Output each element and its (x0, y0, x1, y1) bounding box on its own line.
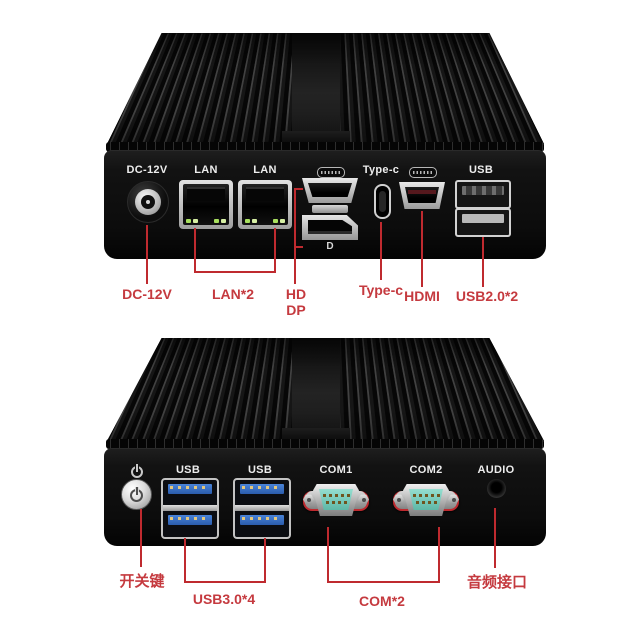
dc-power-jack (127, 181, 169, 223)
power-button (121, 479, 152, 510)
com1-pin-row-top (323, 494, 350, 497)
heatsink-channel-base (282, 131, 350, 144)
audio-callout-label: 音频接口 (466, 574, 527, 591)
audio-jack (487, 479, 506, 498)
power-symbol-icon (131, 466, 143, 478)
typec-port-label: Type-c (362, 164, 400, 176)
usb3-1b-tongue (168, 515, 212, 525)
hdmi-callout-line (421, 211, 423, 287)
heatsink-channel-base (282, 428, 350, 441)
usb3-2a-tongue (240, 484, 284, 494)
typec-port (374, 184, 391, 219)
usb2-port-2 (455, 208, 511, 237)
com2-pin-row-bottom (416, 501, 437, 504)
audio-port-label: AUDIO (477, 464, 515, 476)
lan2-port-label: LAN (253, 164, 277, 176)
dp-slot (308, 220, 352, 234)
lan1-slot (187, 187, 225, 201)
com1-port (303, 482, 369, 518)
front-heatsink (107, 338, 544, 441)
hdmi-port (399, 182, 445, 209)
usb3-1-divider (163, 505, 217, 511)
com-callout-bracket (327, 527, 440, 583)
lan2-led-right (273, 219, 278, 223)
heatsink-shading (107, 33, 544, 144)
usb2-callout-line (482, 237, 484, 287)
usb2-port-1 (455, 180, 511, 209)
com2-port (393, 482, 459, 518)
dc-callout-label: DC-12V (122, 286, 172, 302)
typec-callout-label: Type-c (358, 282, 404, 298)
usb2-2-tongue (462, 214, 504, 223)
rear-vent-strip (106, 142, 544, 152)
usb2-1-tongue (462, 186, 504, 195)
power-callout-label: 开关键 (119, 573, 165, 590)
usb3-1a-tongue (168, 484, 212, 494)
heatsink-center-channel (292, 338, 340, 430)
dc-callout-line (146, 225, 148, 284)
com2-nut-left (393, 494, 404, 505)
usb3-callout-label: USB3.0*4 (192, 591, 256, 607)
lan-port-2 (238, 180, 292, 229)
hdmi-callout-label: HDMI (404, 288, 440, 304)
lan2-led-left (245, 219, 250, 223)
usb3-2b-tongue (240, 515, 284, 525)
port-spacer (312, 205, 348, 213)
usb2-callout-label: USB2.0*2 (455, 288, 519, 304)
rear-heatsink (107, 33, 544, 144)
hd-tick (294, 188, 303, 190)
typec-callout-line (380, 222, 382, 280)
com1-insert (319, 489, 353, 510)
com2-insert (409, 489, 443, 510)
com1-port-label: COM1 (319, 464, 353, 476)
power-callout-line (140, 509, 142, 567)
displayport-logo-icon: D (326, 241, 334, 252)
usb3-2-divider (235, 505, 289, 511)
lan1-led-left (186, 219, 191, 223)
hd-dp-callout-line (294, 188, 296, 284)
com1-pin-row-bottom (326, 501, 347, 504)
dc-jack-pin (146, 200, 150, 204)
usb2-port-label: USB (468, 164, 494, 176)
com1-nut-right (358, 494, 369, 505)
lan1-port-label: LAN (194, 164, 218, 176)
dc-port-label: DC-12V (126, 164, 168, 176)
usb3-group2-label: USB (247, 464, 273, 476)
rear-panel-face: DC-12V LAN LAN (104, 150, 546, 259)
dp-tick (294, 246, 303, 248)
hdmi2-icon (409, 167, 437, 178)
hdmi-port-top (302, 178, 358, 203)
com1-nut-left (303, 494, 314, 505)
hd-callout-label: HD (285, 286, 307, 302)
com2-nut-right (448, 494, 459, 505)
power-button-glyph (130, 489, 143, 502)
usb3-callout-bracket (184, 538, 266, 583)
hdmi-slot-glint (408, 190, 436, 194)
hdmi-top-slot (308, 183, 352, 197)
front-panel-face: USB USB COM1 COM2 (104, 448, 546, 546)
com-callout-label: COM*2 (359, 593, 405, 609)
displayport-port (302, 215, 358, 240)
front-vent-strip (106, 439, 544, 449)
com2-port-label: COM2 (409, 464, 443, 476)
audio-callout-line (494, 508, 496, 568)
lan-port-1 (179, 180, 233, 229)
lan1-led-right (214, 219, 219, 223)
heatsink-shading (107, 338, 544, 441)
heatsink-center-channel (292, 33, 340, 133)
hdmi-icon (317, 167, 345, 178)
lan-callout-bracket (194, 228, 276, 273)
usb3-group1-label: USB (175, 464, 201, 476)
usb3-stack-2 (233, 478, 291, 539)
dp-callout-label: DP (286, 302, 306, 318)
usb3-stack-1 (161, 478, 219, 539)
lan-callout-label: LAN*2 (211, 286, 254, 302)
lan2-slot (246, 187, 284, 201)
com2-pin-row-top (413, 494, 440, 497)
